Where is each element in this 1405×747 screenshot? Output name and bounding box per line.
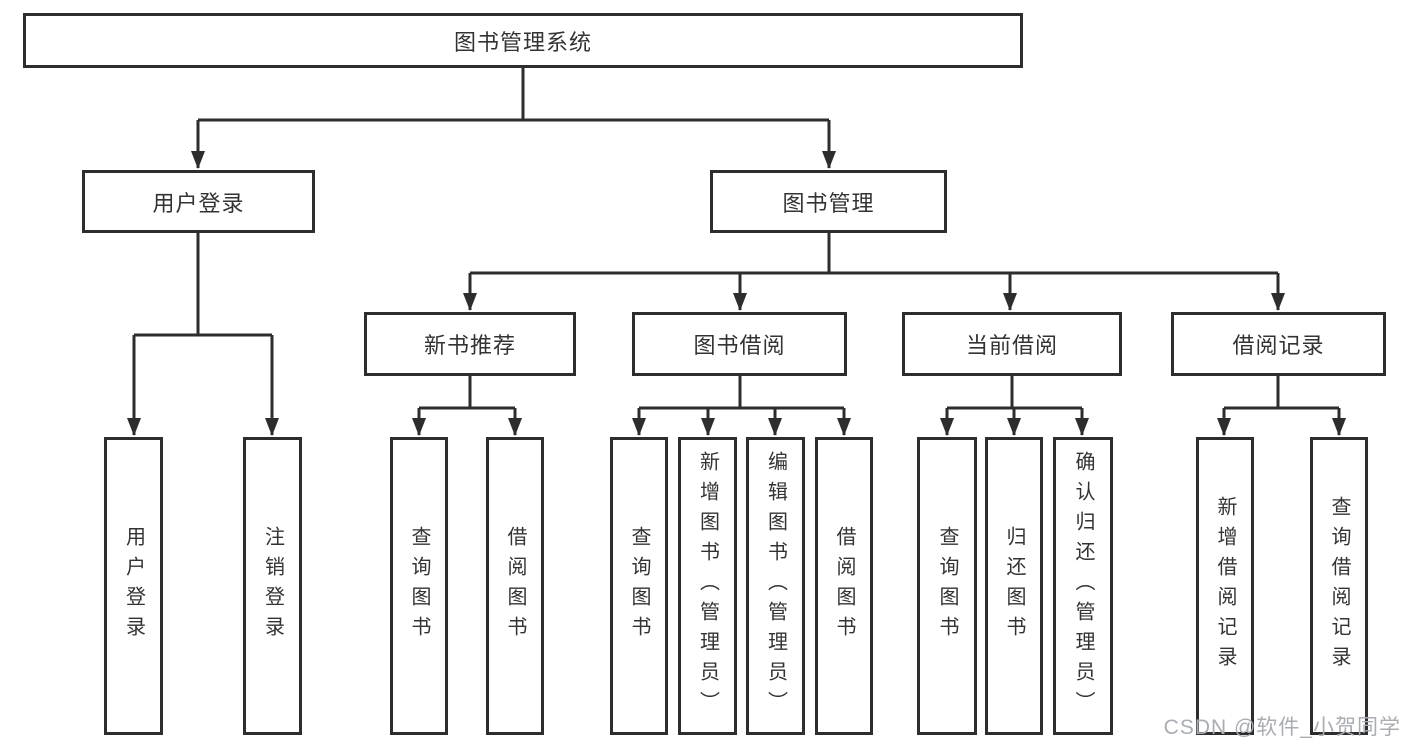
leaf-edit-book-admin: 编辑图书（管理员）: [746, 437, 805, 735]
node-book-management: 图书管理: [710, 170, 947, 233]
leaf-borrow-books-recommend: 借阅图书: [486, 437, 544, 735]
node-library-management-system: 图书管理系统: [23, 13, 1023, 68]
node-user-login: 用户登录: [82, 170, 315, 233]
leaf-query-books-current: 查询图书: [917, 437, 977, 735]
leaf-add-book-admin: 新增图书（管理员）: [678, 437, 737, 735]
node-book-borrowing: 图书借阅: [632, 312, 847, 376]
leaf-confirm-return-admin: 确认归还（管理员）: [1053, 437, 1113, 735]
leaf-query-books-borrowing: 查询图书: [610, 437, 668, 735]
leaf-add-borrow-record: 新增借阅记录: [1196, 437, 1254, 735]
node-new-book-recommendation: 新书推荐: [364, 312, 576, 376]
csdn-watermark: CSDN @软件_小贺同学: [1163, 716, 1401, 739]
leaf-borrow-books-borrowing: 借阅图书: [815, 437, 873, 735]
node-current-borrowing: 当前借阅: [902, 312, 1122, 376]
leaf-query-books-recommend: 查询图书: [390, 437, 448, 735]
leaf-query-borrow-record: 查询借阅记录: [1310, 437, 1368, 735]
leaf-return-books: 归还图书: [985, 437, 1043, 735]
leaf-user-login: 用户登录: [104, 437, 163, 735]
leaf-logout: 注销登录: [243, 437, 302, 735]
node-borrowing-records: 借阅记录: [1171, 312, 1386, 376]
